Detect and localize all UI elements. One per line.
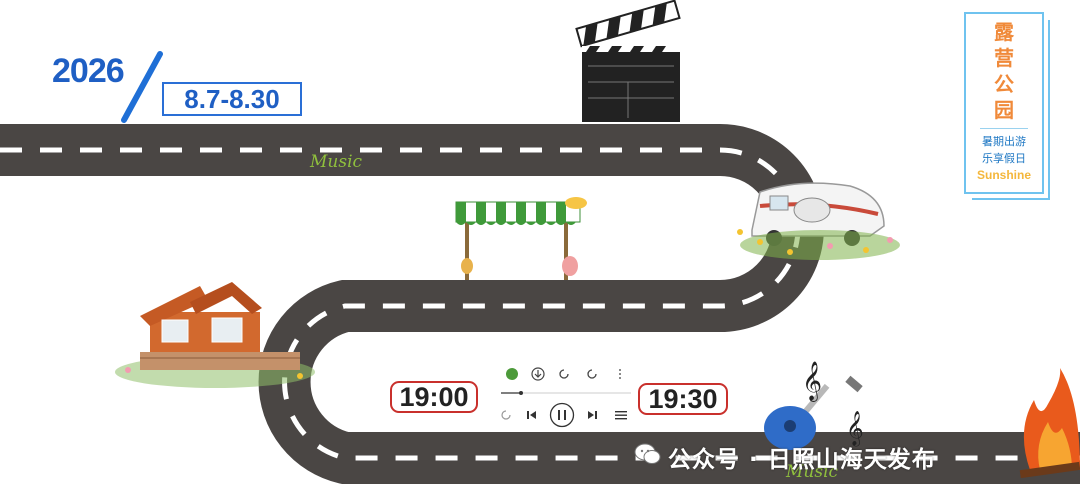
previous-icon[interactable] (527, 410, 537, 420)
download-icon[interactable] (531, 367, 545, 381)
date-range: 8.7-8.30 (162, 82, 302, 116)
panel-english: Sunshine (976, 168, 1031, 182)
panel-title-char-4: 园 (994, 98, 1014, 122)
music-note-icon: 𝄞 (802, 361, 822, 402)
campfire-icon (1019, 368, 1080, 479)
wechat-icon (634, 443, 661, 464)
clapperboard-icon (575, 0, 681, 122)
watermark-text: 公众号 · 日照山海天发布 (668, 447, 936, 473)
panel-subtitle-2: 乐享假日 (982, 152, 1026, 165)
more-icon[interactable] (617, 367, 623, 381)
panel-title-char-2: 营 (994, 46, 1014, 70)
repeat-icon[interactable] (499, 408, 513, 422)
guitar-icon (764, 375, 863, 450)
panel-title-char-1: 露 (994, 20, 1014, 44)
watermark: 公众号 · 日照山海天发布 (634, 440, 936, 474)
year-label: 2026 (52, 52, 125, 90)
playlist-icon[interactable] (615, 410, 627, 420)
panel-title-char-3: 公 (994, 72, 1014, 96)
music-player (495, 362, 635, 434)
start-time: 19:00 (390, 381, 478, 413)
loop-icon[interactable] (557, 367, 571, 381)
music-label-top: Music (310, 152, 363, 172)
progress-bar[interactable] (501, 390, 631, 396)
panel-subtitle-1: 暑期出游 (982, 135, 1026, 148)
wooden-house-icon (115, 282, 315, 388)
market-stall-icon (455, 197, 587, 280)
music-label-bottom: Music (786, 462, 839, 482)
next-icon[interactable] (587, 410, 597, 420)
panel-divider (980, 128, 1028, 129)
flower-bush (737, 229, 900, 260)
end-time: 19:30 (638, 383, 728, 415)
music-note-icon-2: 𝄞 (846, 411, 864, 447)
heart-icon[interactable] (505, 367, 519, 381)
year-slash (121, 51, 163, 123)
pause-icon[interactable] (549, 402, 575, 428)
camp-park-panel: 露 营 公 园 暑期出游 乐享假日 Sunshine (964, 12, 1050, 200)
refresh-icon[interactable] (585, 367, 599, 381)
